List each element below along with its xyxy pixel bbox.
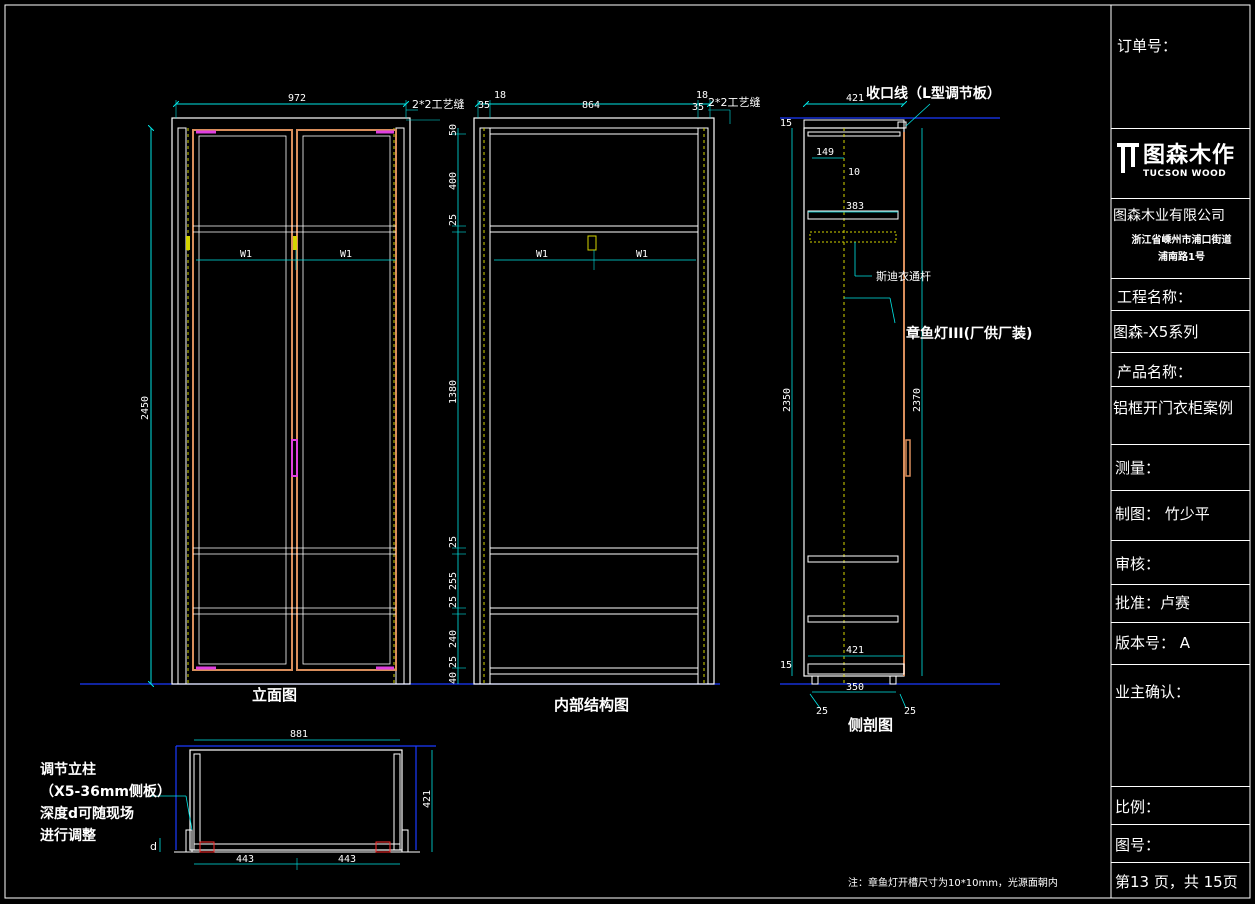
door-handle (291, 439, 298, 477)
dim-v25c: 25 (448, 596, 459, 608)
dim-side-421b: 421 (846, 645, 864, 656)
version-cell: 版本号： A (1111, 623, 1250, 665)
dim-elev-width: 972 (288, 93, 306, 104)
dim-v25d: 25 (448, 656, 459, 668)
dim-plan-421: 421 (422, 790, 433, 808)
dim-v25a: 25 (448, 214, 459, 226)
callout-adjust-1: 调节立柱 (40, 761, 96, 778)
callout-trim-line: 收口线（L型调节板） (866, 85, 1001, 102)
title-block: 订单号： 图森木作 TUCSON WOOD 图森木业有限公司 浙江省嵊州市浦口街… (1111, 5, 1250, 898)
dim-v240: 240 (448, 630, 459, 648)
plan-d-label: d (150, 840, 157, 853)
approve-cell: 批准：卢赛 (1111, 585, 1250, 623)
plan-view (150, 739, 436, 870)
product-value-cell: 铝框开门衣柜案例 (1111, 387, 1250, 445)
dim-side-383: 383 (846, 201, 864, 212)
dim-v40: 40 (448, 672, 459, 684)
product-value: 铝框开门衣柜案例 (1113, 399, 1234, 417)
tucson-logo-icon (1117, 143, 1139, 173)
project-value: 图森-X5系列 (1113, 323, 1199, 341)
dim-v255: 255 (448, 572, 459, 590)
dim-side-2350: 2350 (782, 388, 793, 412)
dim-v50: 50 (448, 124, 459, 136)
product-label: 产品名称： (1117, 363, 1193, 381)
dim-side-depth: 421 (846, 93, 864, 104)
approve-label: 批准：卢赛 (1115, 594, 1191, 612)
dim-plan-443a: 443 (236, 854, 254, 865)
dim-side-25r: 25 (904, 706, 916, 717)
dim-v25b: 25 (448, 536, 459, 548)
callout-light: 章鱼灯III(厂供厂装) (906, 325, 1032, 342)
drawing-no-label: 图号： (1115, 836, 1161, 854)
version-label: 版本号： A (1115, 634, 1191, 652)
dim-v400: 400 (448, 172, 459, 190)
review-label: 审核： (1115, 555, 1161, 573)
owner-confirm-cell: 业主确认： (1111, 665, 1250, 787)
drawing-note: 注：章鱼灯开槽尺寸为10*10mm，光源面朝内 (848, 876, 1058, 889)
drawing-border (4, 4, 1251, 899)
review-cell: 审核： (1111, 541, 1250, 585)
dim-w1-c: W1 (536, 249, 548, 260)
side-view-title: 侧剖图 (848, 716, 893, 734)
dim-w1-d: W1 (636, 249, 648, 260)
company-address-2: 浦南路1号 (1158, 252, 1205, 263)
callout-adjust-4: 进行调整 (40, 827, 97, 844)
owner-confirm-label: 业主确认： (1115, 683, 1191, 701)
callout-craft-seam-2: 2*2工艺缝 (708, 95, 761, 109)
drawing-no-cell: 图号： (1111, 825, 1250, 863)
company-address-1: 浙江省嵊州市浦口街道 (1131, 235, 1232, 246)
dim-int-width: 864 (582, 100, 600, 111)
order-no-label: 订单号： (1117, 37, 1178, 55)
logo-cell: 图森木作 TUCSON WOOD (1111, 129, 1250, 199)
dim-side-10: 10 (848, 167, 860, 178)
project-label: 工程名称： (1117, 288, 1193, 306)
dim-int-right: 35 (692, 102, 704, 113)
dim-int-gap-l: 18 (494, 90, 506, 101)
dim-side-top: 15 (780, 118, 792, 129)
product-label-cell: 产品名称： (1111, 353, 1250, 387)
dim-side-2370: 2370 (912, 388, 923, 412)
dim-side-350: 350 (846, 682, 864, 693)
callout-adjust-2: （X5-36mm侧板） (40, 783, 171, 800)
callout-craft-seam-1: 2*2工艺缝 (412, 97, 465, 111)
company-name: 图森木业有限公司 (1113, 208, 1225, 224)
project-value-cell: 图森-X5系列 (1111, 311, 1250, 353)
page-number: 第13 页，共 15页 (1115, 873, 1238, 891)
order-no-cell: 订单号： (1111, 5, 1250, 129)
page-cell: 第13 页，共 15页 (1111, 863, 1250, 898)
measure-cell: 测量： (1111, 445, 1250, 491)
internal-structure-view (452, 100, 731, 685)
company-cell: 图森木业有限公司 浙江省嵊州市浦口街道 浦南路1号 (1111, 199, 1250, 279)
dim-side-15b: 15 (780, 660, 792, 671)
dim-w1-a: W1 (240, 249, 252, 260)
dim-w1-b: W1 (340, 249, 352, 260)
logo-sub-text: TUCSON WOOD (1143, 169, 1227, 179)
measure-label: 测量： (1115, 459, 1161, 477)
dim-elev-height: 2450 (140, 396, 151, 420)
internal-view-title: 内部结构图 (554, 696, 629, 714)
side-section-view (791, 104, 931, 709)
elevation-view-title: 立面图 (252, 686, 297, 704)
project-label-cell: 工程名称： (1111, 279, 1250, 311)
dim-int-gap-r: 18 (696, 90, 708, 101)
elevation-view (151, 100, 440, 684)
callout-adjust-3: 深度d可随现场 (40, 805, 134, 822)
dim-plan-881: 881 (290, 729, 308, 740)
dim-plan-443b: 443 (338, 854, 356, 865)
logo-main-text: 图森木作 (1143, 143, 1236, 168)
drafter-label: 制图： 竹少平 (1115, 505, 1210, 523)
dim-side-149: 149 (816, 147, 834, 158)
dim-side-25l: 25 (816, 706, 828, 717)
dim-v1380: 1380 (448, 380, 459, 404)
scale-cell: 比例： (1111, 787, 1250, 825)
callout-hanger-rod: 斯迪衣通杆 (876, 269, 931, 283)
scale-label: 比例： (1115, 798, 1161, 816)
dim-int-left: 35 (478, 100, 490, 111)
drafter-cell: 制图： 竹少平 (1111, 491, 1250, 541)
